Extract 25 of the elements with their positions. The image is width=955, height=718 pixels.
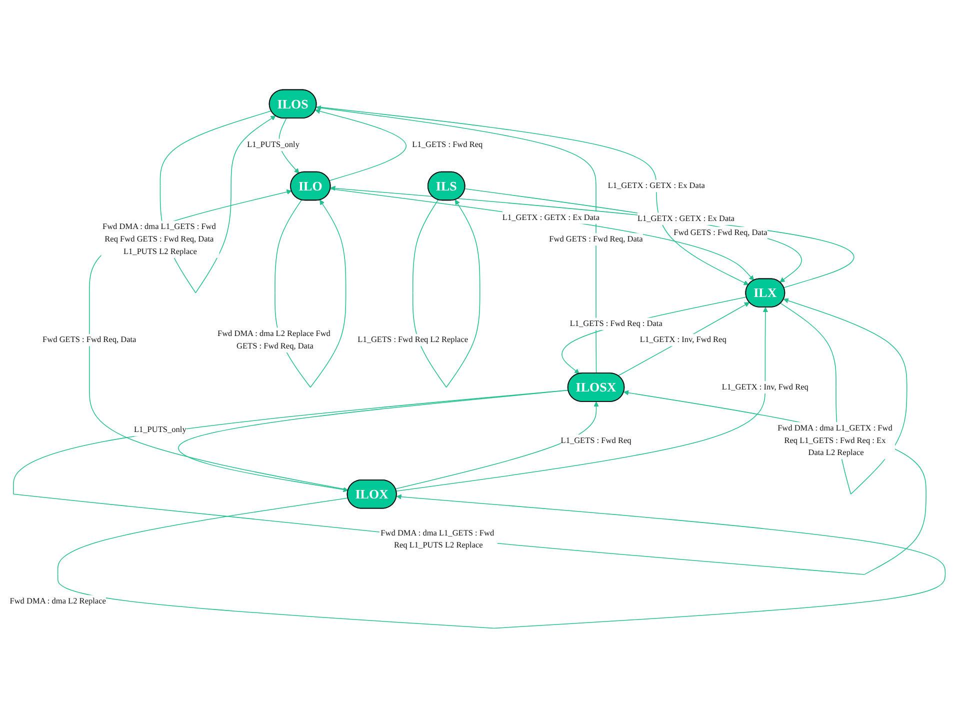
transition-label: Fwd DMA : dma L2 Replace bbox=[10, 595, 106, 608]
transition-label: L1_GETX : GETX : Ex Data bbox=[638, 212, 735, 226]
transition-label: L1_GETX : GETX : Ex Data bbox=[502, 211, 600, 224]
state-ellipse: ILOSX bbox=[567, 372, 625, 402]
transition-label: Fwd GETS : Fwd Req, Data bbox=[549, 233, 643, 246]
state-ellipse: ILX bbox=[745, 278, 786, 308]
transition-label: Fwd DMA : dma L1_GETS : Fwd Req Fwd GETS : Fwd Req, Data L1_PUTS L2 Replace bbox=[101, 220, 220, 258]
state-ellipse: ILO bbox=[290, 171, 331, 201]
transition-label: L1_GETS : Fwd Req : Data bbox=[570, 318, 662, 330]
transition-label: L1_GETX : GETX : Ex Data bbox=[608, 180, 705, 192]
transition-label: L1_GETX : Inv, Fwd Req bbox=[722, 381, 808, 394]
transition-label: L1_PUTS_only bbox=[134, 424, 186, 436]
state-ellipse: ILOX bbox=[346, 480, 397, 509]
transition-label: L1_GETS : Fwd Req bbox=[412, 138, 483, 152]
transition-label: L1_GETS : Fwd Req bbox=[560, 434, 632, 447]
transition-label: Fwd GETS : Fwd Req, Data bbox=[674, 226, 768, 240]
transition-label: L1_GETS : Fwd Req L2 Replace bbox=[358, 334, 468, 346]
transition-label: Fwd DMA : dma L2 Replace Fwd GETS : Fwd Req, Data bbox=[216, 328, 334, 352]
transition-label: Fwd DMA : dma L1_GETX : Fwd Req L1_GETS : Fwd Req : Ex Data L2 Replace bbox=[776, 422, 896, 460]
state-ellipse: ILS bbox=[427, 171, 466, 201]
transition-label: L1_GETX : Inv, Fwd Req bbox=[640, 334, 726, 346]
state-ellipse: ILOS bbox=[268, 89, 317, 118]
transition-label: Fwd DMA : dma L1_GETS : Fwd Req L1_PUTS L2 Replace bbox=[379, 527, 498, 552]
transition-label: Fwd GETS : Fwd Req, Data bbox=[42, 334, 136, 346]
transition-label: L1_PUTS_only bbox=[247, 138, 300, 152]
